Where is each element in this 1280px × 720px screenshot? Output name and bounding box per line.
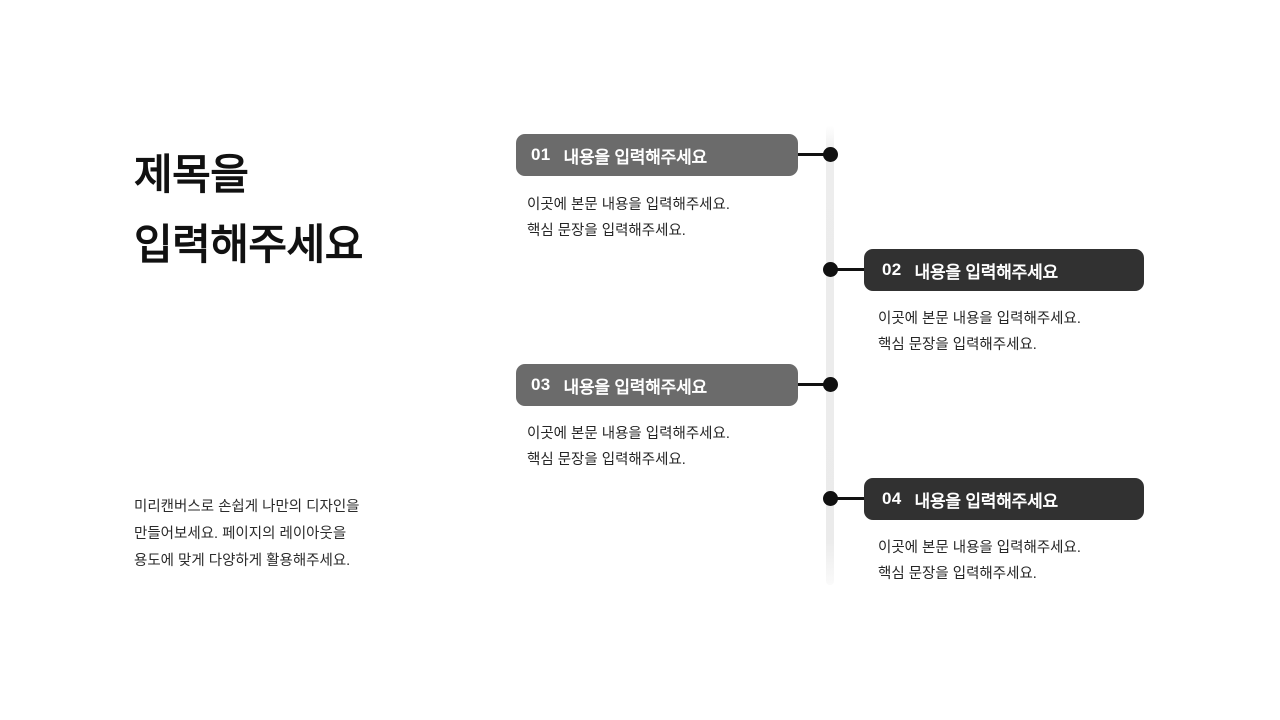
timeline-connector-4 (830, 497, 866, 500)
page-title-line-1: 제목을 (134, 151, 249, 198)
step-01-header-bar[interactable]: 01 내용을 입력해주세요 (516, 134, 798, 176)
step-02-header-bar[interactable]: 02 내용을 입력해주세요 (864, 249, 1144, 291)
timeline-connector-1 (796, 153, 832, 156)
timeline-dot-1[interactable] (823, 147, 838, 162)
step-02-label: 내용을 입력해주세요 (914, 262, 1059, 282)
step-01-number: 01 (531, 145, 551, 164)
lead-paragraph: 미리캔버스로 손쉽게 나만의 디자인을 만들어보세요. 페이지의 레이아웃을 용… (134, 494, 434, 575)
step-02-body: 이곳에 본문 내용을 입력해주세요. 핵심 문장을 입력해주세요. (878, 306, 1138, 358)
step-03-body: 이곳에 본문 내용을 입력해주세요. 핵심 문장을 입력해주세요. (527, 421, 787, 473)
step-03-label: 내용을 입력해주세요 (563, 377, 708, 397)
step-02-body-line-1: 이곳에 본문 내용을 입력해주세요. (878, 311, 1081, 327)
timeline-axis (826, 125, 834, 585)
timeline-connector-3 (796, 383, 832, 386)
step-02-number: 02 (882, 260, 902, 279)
lead-paragraph-line-2: 만들어보세요. 페이지의 레이아웃을 (134, 526, 347, 542)
timeline-dot-3[interactable] (823, 377, 838, 392)
step-01-body-line-1: 이곳에 본문 내용을 입력해주세요. (527, 197, 730, 213)
timeline-dot-2[interactable] (823, 262, 838, 277)
step-01-body-line-2: 핵심 문장을 입력해주세요. (527, 223, 686, 239)
step-01-body: 이곳에 본문 내용을 입력해주세요. 핵심 문장을 입력해주세요. (527, 192, 787, 244)
page-title-line-2: 입력해주세요 (134, 221, 363, 268)
step-04-body: 이곳에 본문 내용을 입력해주세요. 핵심 문장을 입력해주세요. (878, 535, 1138, 587)
step-03-body-line-1: 이곳에 본문 내용을 입력해주세요. (527, 426, 730, 442)
timeline-connector-2 (830, 268, 866, 271)
step-03-number: 03 (531, 375, 551, 394)
step-03-header-bar[interactable]: 03 내용을 입력해주세요 (516, 364, 798, 406)
step-02-body-line-2: 핵심 문장을 입력해주세요. (878, 337, 1037, 353)
step-01-label: 내용을 입력해주세요 (563, 147, 708, 167)
step-03-body-line-2: 핵심 문장을 입력해주세요. (527, 452, 686, 468)
lead-paragraph-line-3: 용도에 맞게 다양하게 활용해주세요. (134, 553, 351, 569)
page-title: 제목을 입력해주세요 (134, 140, 474, 280)
step-04-number: 04 (882, 489, 902, 508)
step-04-label: 내용을 입력해주세요 (914, 491, 1059, 511)
timeline-dot-4[interactable] (823, 491, 838, 506)
step-04-header-bar[interactable]: 04 내용을 입력해주세요 (864, 478, 1144, 520)
step-04-body-line-1: 이곳에 본문 내용을 입력해주세요. (878, 540, 1081, 556)
step-04-body-line-2: 핵심 문장을 입력해주세요. (878, 566, 1037, 582)
lead-paragraph-line-1: 미리캔버스로 손쉽게 나만의 디자인을 (134, 499, 360, 515)
